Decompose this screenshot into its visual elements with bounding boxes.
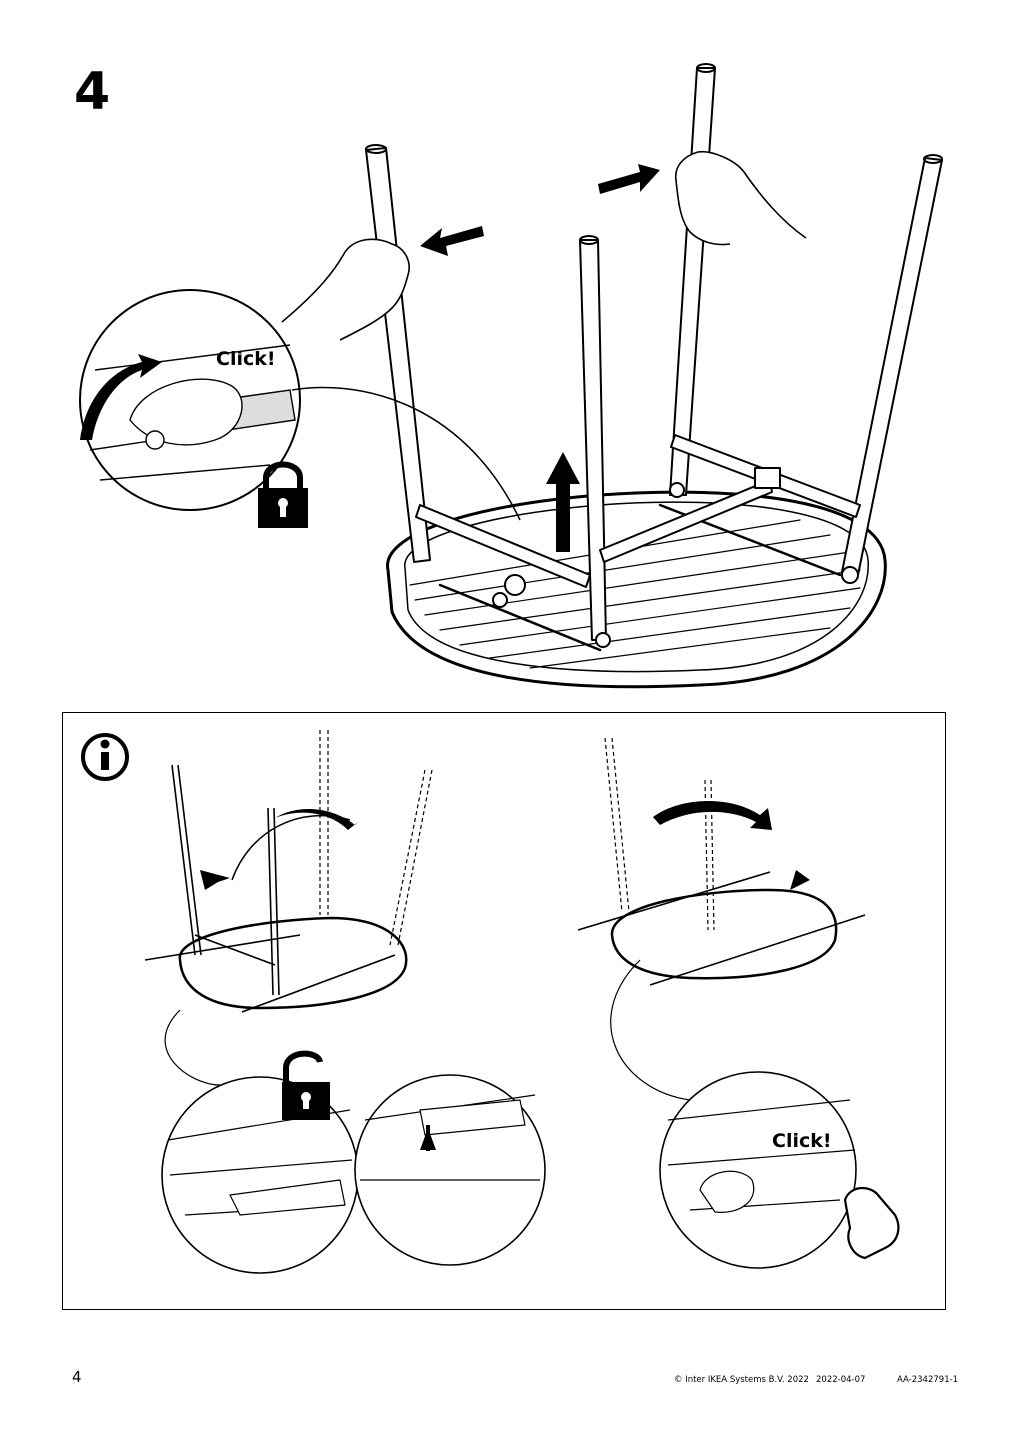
arrow-icon (420, 226, 484, 256)
document-date: 2022-04-07 (816, 1375, 866, 1385)
step-number: 4 (74, 62, 111, 122)
article-code: AA-2342791-1 (897, 1375, 959, 1385)
info-icon (81, 733, 129, 781)
lock-open-icon (282, 1050, 330, 1120)
hand-icon (281, 150, 807, 341)
hand-icon (843, 1187, 900, 1260)
copyright-text: © Inter IKEA Systems B.V. 2022 (674, 1375, 809, 1385)
click-label-top: Click! (216, 348, 276, 370)
page-number: 4 (72, 1368, 82, 1386)
click-label-info: Click! (772, 1130, 832, 1152)
step-4-illustration (79, 63, 943, 689)
info-panel (62, 712, 946, 1310)
lock-closed-icon (258, 461, 308, 528)
